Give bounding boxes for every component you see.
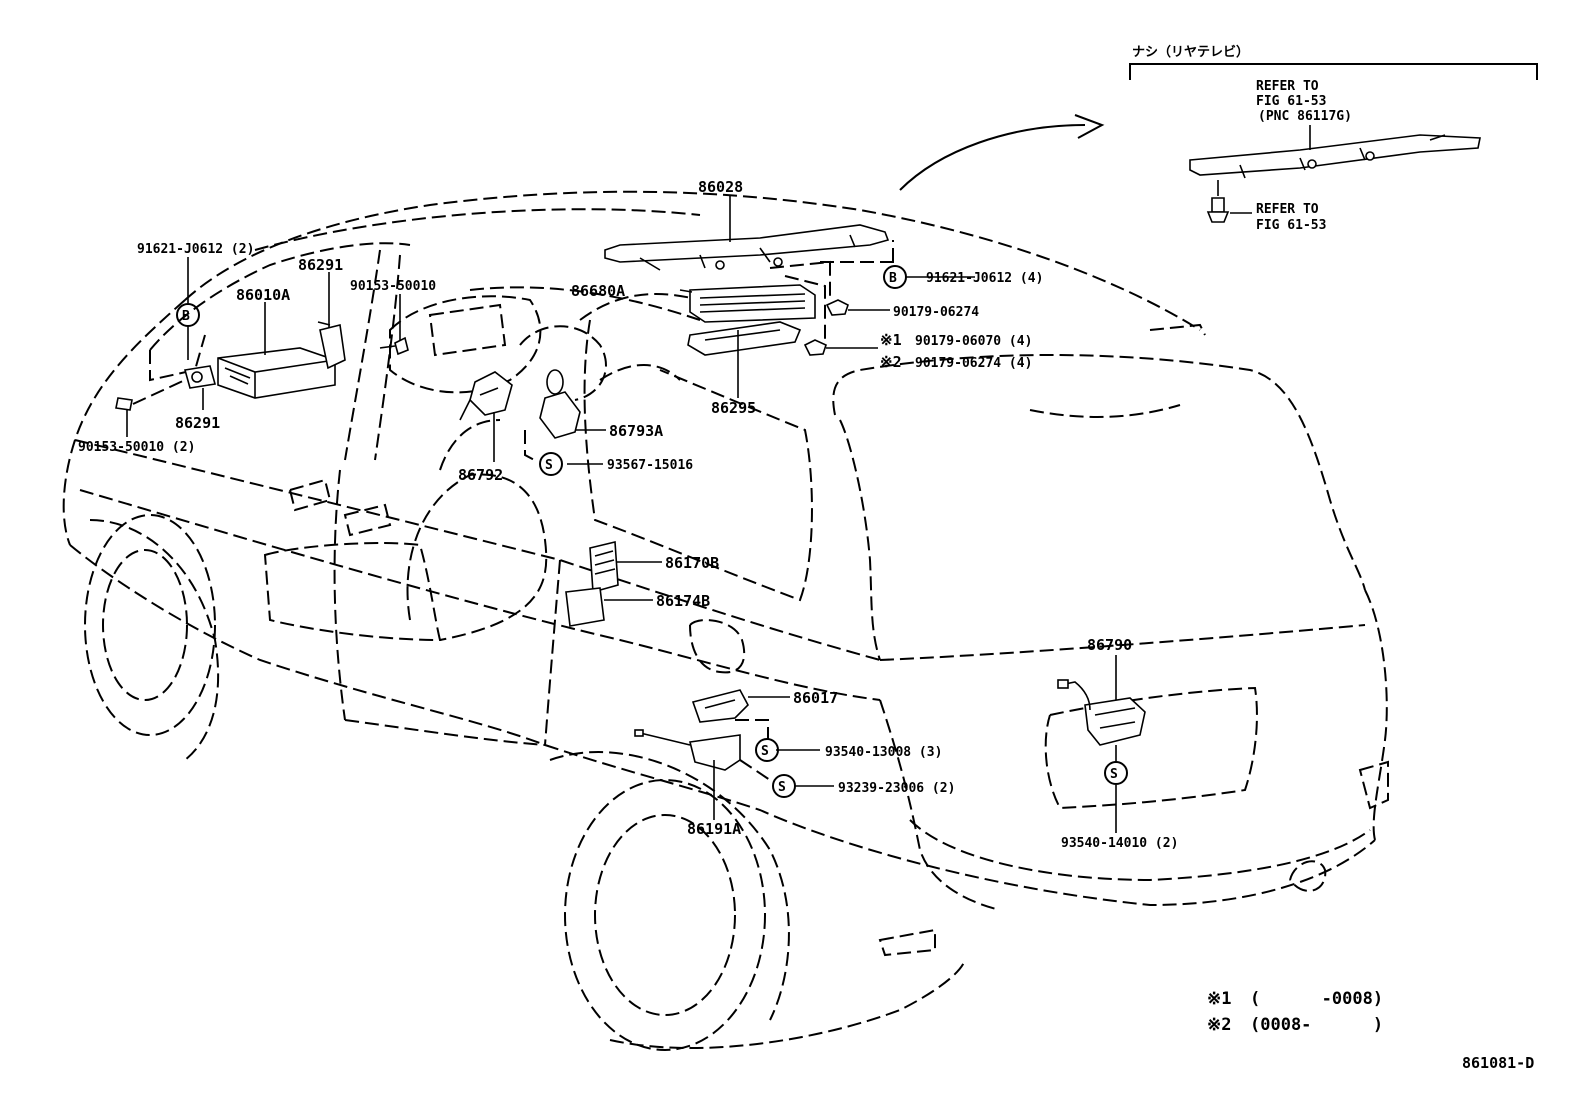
inset-bracket (1129, 63, 1538, 80)
part-86291-top: 86291 (298, 256, 343, 274)
part-91621-j0612-2: 91621-J0612 (2) (137, 242, 254, 257)
leader-lines (126, 125, 1311, 833)
variant-note: ナシ（リヤテレビ） (1132, 44, 1249, 60)
part-86295: 86295 (711, 399, 756, 417)
part-90179-06274: 90179-06274 (893, 305, 979, 320)
pnc-label: (PNC 86117G) (1258, 109, 1352, 124)
marker-b-roof: B (883, 265, 907, 289)
part-86010a: 86010A (236, 286, 290, 304)
svg-text:S: S (1110, 767, 1118, 782)
part-86291-bottom: 86291 (175, 414, 220, 432)
callout-arrow (899, 124, 1086, 191)
part-86017: 86017 (793, 689, 838, 707)
part-93540-14010-2: 93540-14010 (2) (1061, 836, 1178, 851)
marker-s-93540-13008: S (755, 738, 779, 762)
part-93540-13008-3: 93540-13008 (3) (825, 745, 942, 760)
svg-text:B: B (182, 309, 190, 324)
part-93567-15016: 93567-15016 (607, 458, 693, 473)
fig-ref-label-2: FIG 61-53 (1256, 218, 1326, 233)
figure-code: 861081-D (1462, 1054, 1534, 1072)
parts-artwork (115, 134, 1481, 771)
date-legend: ※1 ( -0008) ※2 (0008- ) (1207, 989, 1383, 1035)
part-90153-50010: 90153-50010 (350, 279, 436, 294)
part-86191a: 86191A (687, 820, 741, 838)
fig-ref-label: FIG 61-53 (1256, 94, 1326, 109)
part-86792: 86792 (458, 466, 503, 484)
marker-s-93540-14010: S (1104, 761, 1128, 785)
legend-row1-mark: ※1 (1207, 989, 1231, 1009)
marker-letter: B (889, 271, 897, 286)
part-86028: 86028 (698, 178, 743, 196)
marker-s-93239: S (772, 774, 796, 798)
part-91621-j0612-4: 91621-J0612 (4) (926, 271, 1043, 286)
legend-row2-range: (0008- ) (1250, 1015, 1383, 1035)
part-86790: 86790 (1087, 636, 1132, 654)
part-90179-06070-4: 90179-06070 (4) (915, 334, 1032, 349)
note-2-marker: ※2 (880, 353, 902, 371)
marker-b-front: B (176, 303, 200, 327)
legend-row1-range: ( -0008) (1250, 989, 1383, 1009)
part-86170b: 86170B (665, 554, 719, 572)
vehicle-outline (62, 190, 1389, 1051)
marker-s-93567: S (539, 452, 563, 476)
part-86174b: 86174B (656, 592, 710, 610)
legend-row2-mark: ※2 (1207, 1015, 1231, 1035)
part-86680a: 86680A (571, 282, 625, 300)
note-1-marker: ※1 (880, 331, 902, 349)
arrow-head-icon (1074, 114, 1105, 139)
refer-to-label: REFER TO (1256, 79, 1319, 94)
refer-to-label-2: REFER TO (1256, 202, 1319, 217)
svg-text:S: S (761, 744, 769, 759)
part-86793a: 86793A (609, 422, 663, 440)
svg-text:S: S (778, 780, 786, 795)
svg-text:S: S (545, 458, 553, 473)
part-90179-06274-4: 90179-06274 (4) (915, 356, 1032, 371)
part-90153-50010-2: 90153-50010 (2) (78, 440, 195, 455)
part-93239-23006-2: 93239-23006 (2) (838, 781, 955, 796)
